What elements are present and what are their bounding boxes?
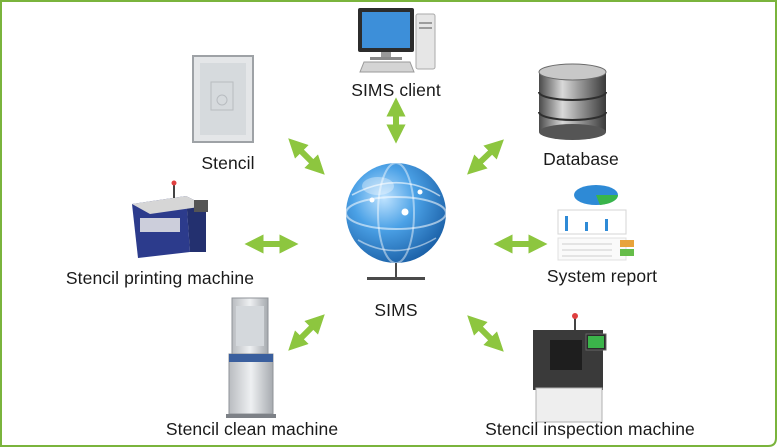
arrow-database (467, 139, 504, 175)
printing-machine-icon (132, 180, 208, 258)
arrow-inspection (467, 315, 504, 352)
globe-icon (345, 162, 447, 280)
node-label-system-report: System report (546, 266, 658, 286)
node-label-stencil-inspection-machine: Stencil inspection machine (485, 419, 695, 439)
report-dashboard-icon (557, 185, 634, 261)
node-label-sims-client: SIMS client (351, 80, 441, 100)
hub-label: SIMS (374, 300, 418, 320)
stencil-frame-icon (192, 55, 254, 143)
inspection-machine-icon (533, 313, 607, 423)
arrow-stencil (288, 138, 325, 175)
node-label-stencil: Stencil (201, 153, 255, 173)
arrow-clean (288, 314, 325, 351)
clean-machine-icon (226, 297, 276, 418)
node-label-stencil-clean-machine: Stencil clean machine (165, 419, 339, 439)
database-icon (538, 63, 607, 140)
node-label-database: Database (543, 149, 619, 169)
desktop-computer-icon (358, 8, 436, 73)
node-label-stencil-printing-machine: Stencil printing machine (65, 268, 255, 288)
